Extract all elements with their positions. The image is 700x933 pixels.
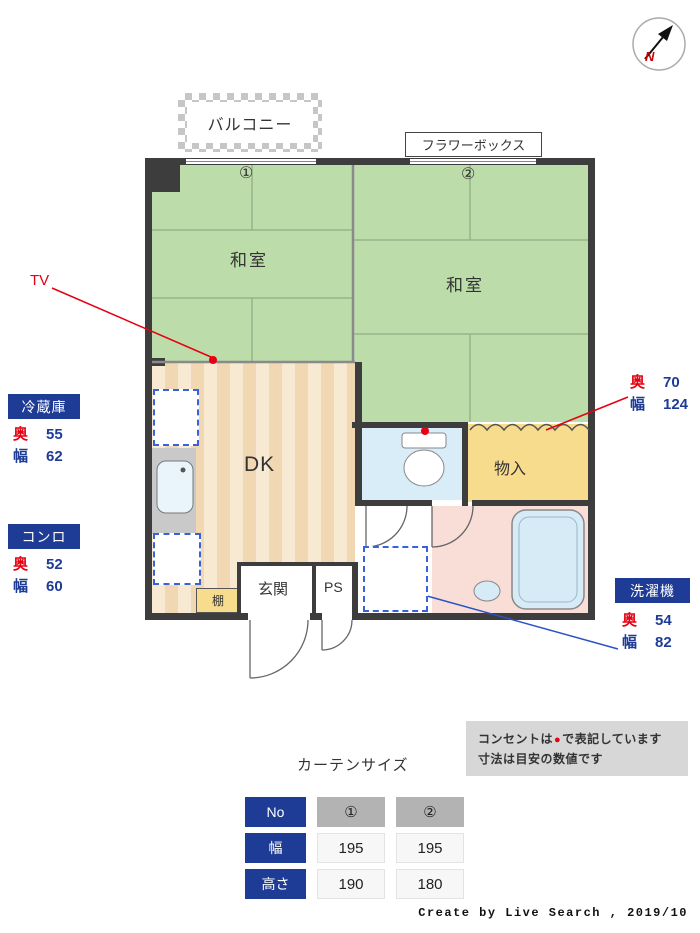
compass: N [632, 17, 686, 71]
pipe-space [316, 566, 354, 613]
width-label: 幅 [622, 634, 638, 651]
depth-label: 奥 [13, 556, 29, 573]
stove-placement-box [153, 533, 201, 585]
stove-chip-label: コンロ [21, 528, 67, 545]
legend-note: コンセントは●で表記しています 寸法は目安の数値です [466, 721, 688, 776]
washitsu1-label: 和室 [230, 251, 268, 270]
table-cell: 195 [396, 833, 464, 863]
legend-note-line2: 寸法は目安の数値です [478, 752, 604, 766]
table-row-header: 幅 [245, 833, 306, 863]
outlet-dot-icon: ● [554, 734, 562, 746]
curtain-marker-1: ① [239, 165, 254, 182]
note-text: で表記しています [562, 732, 662, 746]
table-row-header: No [245, 797, 306, 827]
dk-label: DK [244, 453, 276, 476]
width-label: 幅 [13, 578, 29, 595]
table-row-header: 高さ [245, 869, 306, 899]
pipe-space-label: PS [324, 579, 343, 595]
curtain-size-title: カーテンサイズ [297, 757, 409, 774]
washitsu2-label: 和室 [446, 276, 484, 295]
table-cell: ② [396, 797, 464, 827]
entrance-label: 玄関 [258, 581, 289, 598]
depth-value: 55 [46, 426, 63, 443]
stove-chip: コンロ [8, 524, 80, 549]
width-value: 124 [663, 396, 689, 413]
closet-dimensions: 奥 70 幅 124 [630, 372, 688, 416]
shelf-label: 棚 [212, 594, 225, 608]
depth-value: 70 [663, 374, 680, 391]
washer-chip-label: 洗濯機 [630, 582, 675, 599]
depth-value: 54 [655, 612, 672, 629]
north-arrowhead-icon [658, 25, 673, 41]
depth-value: 52 [46, 556, 63, 573]
table-cell: 195 [317, 833, 385, 863]
flower-box-label: フラワーボックス [405, 132, 542, 157]
stove-dimensions: 奥 52 幅 60 [13, 554, 63, 598]
closet-area [468, 424, 588, 502]
fridge-chip-label: 冷蔵庫 [21, 398, 67, 415]
table-cell: ① [317, 797, 385, 827]
depth-label: 奥 [622, 612, 638, 629]
width-value: 82 [655, 634, 672, 651]
bathroom [432, 506, 588, 613]
compass-north-label: N [645, 49, 655, 64]
width-value: 62 [46, 448, 63, 465]
table-cell: 180 [396, 869, 464, 899]
washer-chip: 洗濯機 [615, 578, 690, 603]
fridge-chip: 冷蔵庫 [8, 394, 80, 419]
north-arrow-icon [644, 30, 669, 60]
washer-dimensions: 奥 54 幅 82 [622, 610, 672, 654]
fridge-dimensions: 奥 55 幅 62 [13, 424, 63, 468]
depth-label: 奥 [630, 374, 646, 391]
table-cell: 190 [317, 869, 385, 899]
kitchen-counter [152, 448, 196, 534]
curtain-marker-2: ② [461, 166, 476, 183]
washer-placement-box [363, 546, 428, 612]
curtain-size-table: No ① ② 幅 195 195 高さ 190 180 [245, 797, 464, 899]
entrance-area [241, 566, 312, 613]
fridge-placement-box [153, 389, 199, 446]
toilet-room [362, 428, 462, 500]
note-text: コンセントは [478, 732, 554, 746]
balcony-area: バルコニー [178, 93, 322, 152]
width-label: 幅 [13, 448, 29, 465]
balcony-label: バルコニー [187, 102, 313, 143]
width-label: 幅 [630, 396, 646, 413]
closet-label: 物入 [494, 461, 527, 478]
tv-label: TV [30, 272, 50, 289]
credit-line: Create by Live Search , 2019/10 [418, 906, 688, 920]
legend-note-line1: コンセントは●で表記しています [478, 730, 676, 750]
depth-label: 奥 [13, 426, 29, 443]
width-value: 60 [46, 578, 63, 595]
